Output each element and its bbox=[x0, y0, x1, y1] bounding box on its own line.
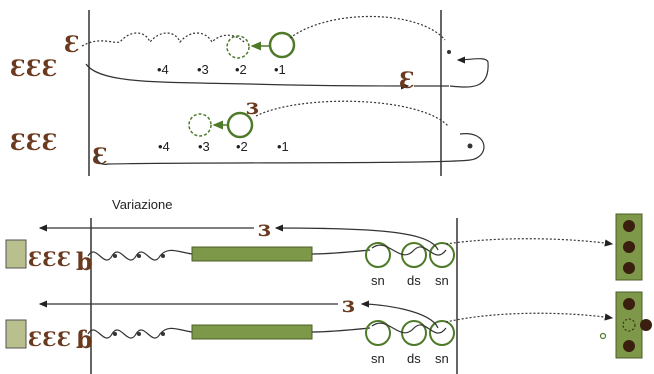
position-label: •3 bbox=[197, 62, 209, 77]
weave-path bbox=[371, 244, 447, 256]
return-arrow bbox=[274, 224, 439, 251]
player-figure-icon: Ɛ bbox=[92, 144, 108, 170]
mat-icon bbox=[191, 246, 313, 262]
variation-diagram: Variazione ƐƐƐ b ɜ sn ds sn ƐƐƐ ɓ bbox=[5, 197, 652, 374]
dribble-dot bbox=[137, 254, 141, 258]
ball-icon bbox=[429, 242, 455, 268]
dribble-path bbox=[311, 249, 371, 255]
waiting-players-icon: ƐƐƐ bbox=[10, 56, 58, 82]
variation-title: Variazione bbox=[112, 197, 172, 212]
waiting-players-icon: ƐƐƐ bbox=[28, 247, 71, 271]
ball-return-dashed bbox=[289, 15, 446, 41]
position-label: •4 bbox=[157, 62, 169, 77]
position-label: sn bbox=[435, 351, 449, 366]
dribble-dot bbox=[113, 332, 117, 336]
position-label: •2 bbox=[236, 139, 248, 154]
pass-dashed bbox=[445, 238, 614, 247]
dribble-path bbox=[87, 327, 193, 339]
dribble-dot bbox=[137, 332, 141, 336]
ball-ghost-icon bbox=[188, 113, 212, 137]
loop-arrow bbox=[456, 56, 489, 64]
position-label: •2 bbox=[235, 62, 247, 77]
loop-path bbox=[449, 61, 489, 88]
loop-path bbox=[95, 133, 485, 165]
waiting-players-icon: ƐƐƐ bbox=[28, 327, 71, 351]
dribble-dot bbox=[161, 254, 165, 258]
player-figure-icon: b bbox=[76, 247, 93, 276]
ball-icon bbox=[429, 320, 455, 346]
target-hole-icon bbox=[622, 318, 636, 332]
ball-icon bbox=[226, 111, 254, 139]
target-hole-icon bbox=[623, 262, 635, 274]
position-label: sn bbox=[371, 351, 385, 366]
position-label: ds bbox=[407, 273, 421, 288]
point-marker bbox=[599, 332, 607, 340]
target-hole-icon bbox=[623, 298, 635, 310]
run-path bbox=[85, 63, 410, 90]
return-arrow bbox=[360, 300, 439, 329]
player-figure-icon: ɓ bbox=[76, 325, 93, 354]
position-label: •1 bbox=[277, 139, 289, 154]
position-label: sn bbox=[371, 273, 385, 288]
weave-path bbox=[371, 322, 447, 334]
mat-icon bbox=[191, 324, 313, 340]
position-label: •3 bbox=[198, 139, 210, 154]
ball-icon bbox=[268, 31, 296, 59]
waiting-players-icon: ƐƐƐ bbox=[10, 130, 58, 156]
ball-icon bbox=[365, 242, 391, 268]
player-figure-icon: ɜ bbox=[342, 292, 355, 318]
point-marker bbox=[447, 50, 451, 54]
dribble-path bbox=[311, 327, 371, 333]
ball-in-target-icon bbox=[640, 319, 652, 331]
target-hole-icon bbox=[623, 241, 635, 253]
player-figure-icon: ɜ bbox=[258, 216, 271, 242]
player-figure-icon: Ɛ bbox=[64, 32, 80, 58]
dribble-dot bbox=[161, 332, 165, 336]
point-marker bbox=[467, 143, 473, 149]
target-hole-icon bbox=[623, 340, 635, 352]
position-label: •4 bbox=[158, 139, 170, 154]
player-figure-icon: Ɛ bbox=[399, 68, 415, 94]
target-hole-icon bbox=[623, 220, 635, 232]
top-diagram: ƐƐƐ ƐƐƐ Ɛ Ɛ •4 •3 •2 •1 Ɛ ɜ •4 •3 •2 •1 bbox=[10, 10, 489, 176]
ball-return-dashed bbox=[255, 100, 449, 127]
ball-path-dashed bbox=[81, 32, 245, 47]
dribble-dot bbox=[113, 254, 117, 258]
ball-icon bbox=[365, 320, 391, 346]
dribble-path bbox=[87, 249, 193, 261]
cone-stack-icon bbox=[5, 239, 27, 269]
position-label: •1 bbox=[274, 62, 286, 77]
cone-stack-icon bbox=[5, 319, 27, 349]
position-label: sn bbox=[435, 273, 449, 288]
position-label: ds bbox=[407, 351, 421, 366]
player-figure-icon: ɜ bbox=[246, 94, 259, 120]
ball-ghost-icon bbox=[226, 35, 250, 59]
pass-dashed bbox=[445, 312, 614, 323]
